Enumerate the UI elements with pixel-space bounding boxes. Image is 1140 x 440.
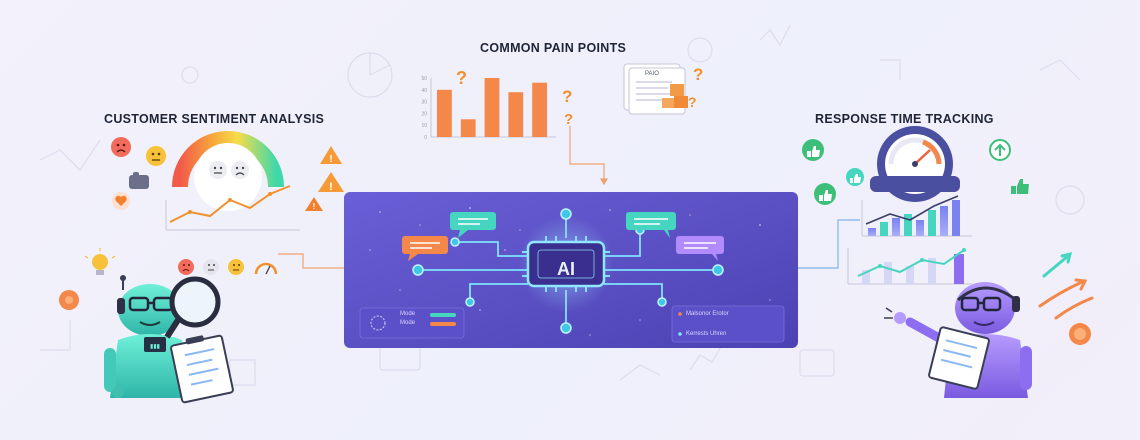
ai-chip-label: AI — [557, 259, 575, 279]
info-card — [671, 305, 785, 343]
chat-bubble-icon — [626, 212, 676, 238]
thumbs-up-icon — [802, 139, 824, 161]
warning-icon: ! — [305, 197, 323, 211]
neutral-face-icon — [203, 259, 219, 275]
angry-face-icon — [111, 137, 131, 157]
thumbs-up-icon — [129, 172, 149, 189]
common-pain-points-title: COMMON PAIN POINTS — [480, 41, 627, 55]
pain-chart-tick-label: 0 — [424, 135, 427, 141]
mini-gauge-icon — [254, 262, 278, 275]
info-row-label: Malsonor Erotor — [686, 311, 729, 317]
pain-chart-bar — [460, 119, 476, 137]
svg-text:!: ! — [313, 202, 316, 211]
heart-icon — [112, 192, 130, 210]
chat-bubble-icon — [402, 236, 448, 261]
document-label: PAIO — [645, 71, 659, 77]
response-trend-chart — [847, 248, 972, 285]
chat-bubble-icon — [450, 212, 496, 238]
sentiment-trend-chart — [165, 185, 300, 231]
up-arrow-icon — [989, 139, 1011, 161]
question-marks: ? ? ? ? ? — [456, 65, 703, 128]
pain-chart-tick-label: 30 — [421, 100, 427, 106]
thumbs-up-icon — [1011, 179, 1029, 194]
svg-text:!: ! — [329, 181, 333, 193]
badge-icon — [1069, 323, 1091, 345]
question-mark-icon: ? — [562, 87, 572, 106]
info-row-label: Kerrests Uhren — [686, 331, 727, 337]
glasses-icon — [960, 296, 1002, 312]
robot-icon: ▮▮▮ — [104, 275, 190, 398]
pain-chart-tick-label: 10 — [421, 123, 427, 129]
pain-chart-bar — [437, 89, 452, 137]
pain-points-chart: 0 10 20 30 40 50 — [421, 76, 556, 141]
neutral-face-icon — [228, 259, 244, 275]
clipboard-icon — [928, 326, 990, 390]
legend-label: Mode — [400, 320, 416, 326]
customer-sentiment-analysis-title: CUSTOMER SENTIMENT ANALYSIS — [104, 112, 325, 126]
question-mark-icon: ? — [564, 111, 573, 128]
lightbulb-icon — [84, 248, 116, 275]
pain-chart-tick-label: 50 — [421, 76, 427, 82]
badge-icon — [59, 290, 79, 310]
pain-chart-tick-label: 20 — [421, 111, 427, 117]
warning-icon: ! — [318, 172, 344, 193]
circuit-lines — [418, 216, 718, 326]
magnifier-icon — [164, 276, 221, 339]
ai-chip-icon — [518, 216, 614, 312]
pain-chart-bar — [508, 92, 524, 137]
pain-chart-bar — [484, 78, 500, 137]
svg-text:!: ! — [329, 154, 332, 165]
trend-arrow-icon — [1038, 251, 1094, 320]
sad-face-icon — [231, 161, 249, 179]
question-mark-icon: ? — [693, 65, 703, 84]
legend-card — [359, 307, 465, 339]
pain-chart-tick-label: 40 — [421, 88, 427, 94]
pain-chart-ticks: 0 10 20 30 40 50 — [421, 76, 427, 141]
chat-bubble-icon — [676, 236, 724, 261]
question-mark-icon: ? — [456, 68, 467, 88]
response-time-tracking-title: RESPONSE TIME TRACKING — [815, 112, 994, 126]
sentiment-gauge — [172, 131, 284, 211]
stacked-cubes-icon — [662, 84, 688, 108]
angry-face-icon — [178, 259, 194, 275]
stopwatch-icon — [870, 126, 960, 202]
pain-chart-bar — [532, 82, 547, 137]
pain-chart-bars — [437, 78, 547, 137]
legend-label: Mode — [400, 311, 416, 317]
thumbs-up-icon — [814, 183, 836, 205]
question-mark-icon: ? — [688, 94, 697, 110]
thumbs-up-icon — [846, 168, 864, 186]
svg-text:▮▮▮: ▮▮▮ — [150, 344, 160, 350]
neutral-face-icon — [209, 161, 227, 179]
neutral-face-icon — [146, 146, 166, 166]
response-bar-chart — [861, 195, 972, 237]
clipboard-icon — [170, 334, 234, 404]
warning-icon: ! — [320, 146, 342, 165]
ai-dashboard-panel — [344, 192, 798, 348]
